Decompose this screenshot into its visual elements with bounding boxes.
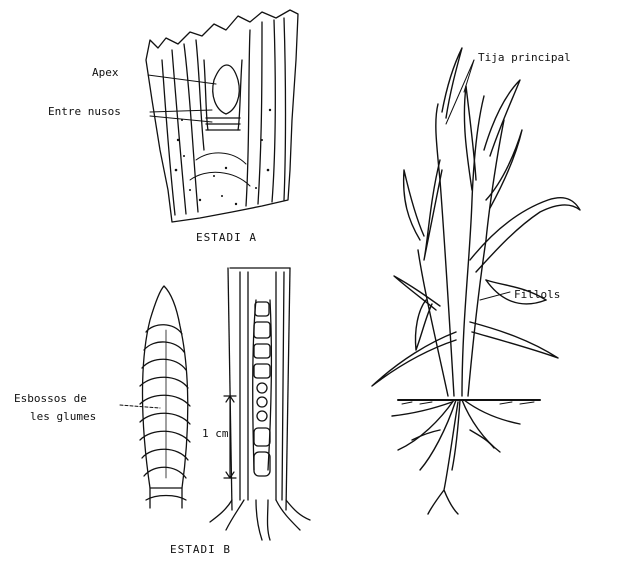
label-apex: Apex <box>92 67 119 79</box>
label-glume-primordia-2: les glumes <box>30 411 96 423</box>
label-main-stem: Tija principal <box>478 52 571 64</box>
caption-stage-b: ESTADI B <box>170 543 231 556</box>
label-glume-primordia-1: Esbossos de <box>14 393 87 405</box>
label-scale: 1 cm <box>202 428 229 440</box>
stage-a-stippling <box>175 109 271 205</box>
caption-stage-a: ESTADI A <box>196 231 257 244</box>
label-tillers: Fillols <box>514 289 560 301</box>
glumes-leader <box>120 405 160 408</box>
apex-leader <box>148 75 216 84</box>
stage-b-spike <box>140 286 190 508</box>
stage-b-stem-section <box>210 268 310 540</box>
plant-drawing <box>372 48 580 514</box>
stage-a-stem-section <box>146 10 298 222</box>
label-internodes: Entre nusos <box>48 106 121 118</box>
internodes-leader <box>150 110 212 112</box>
